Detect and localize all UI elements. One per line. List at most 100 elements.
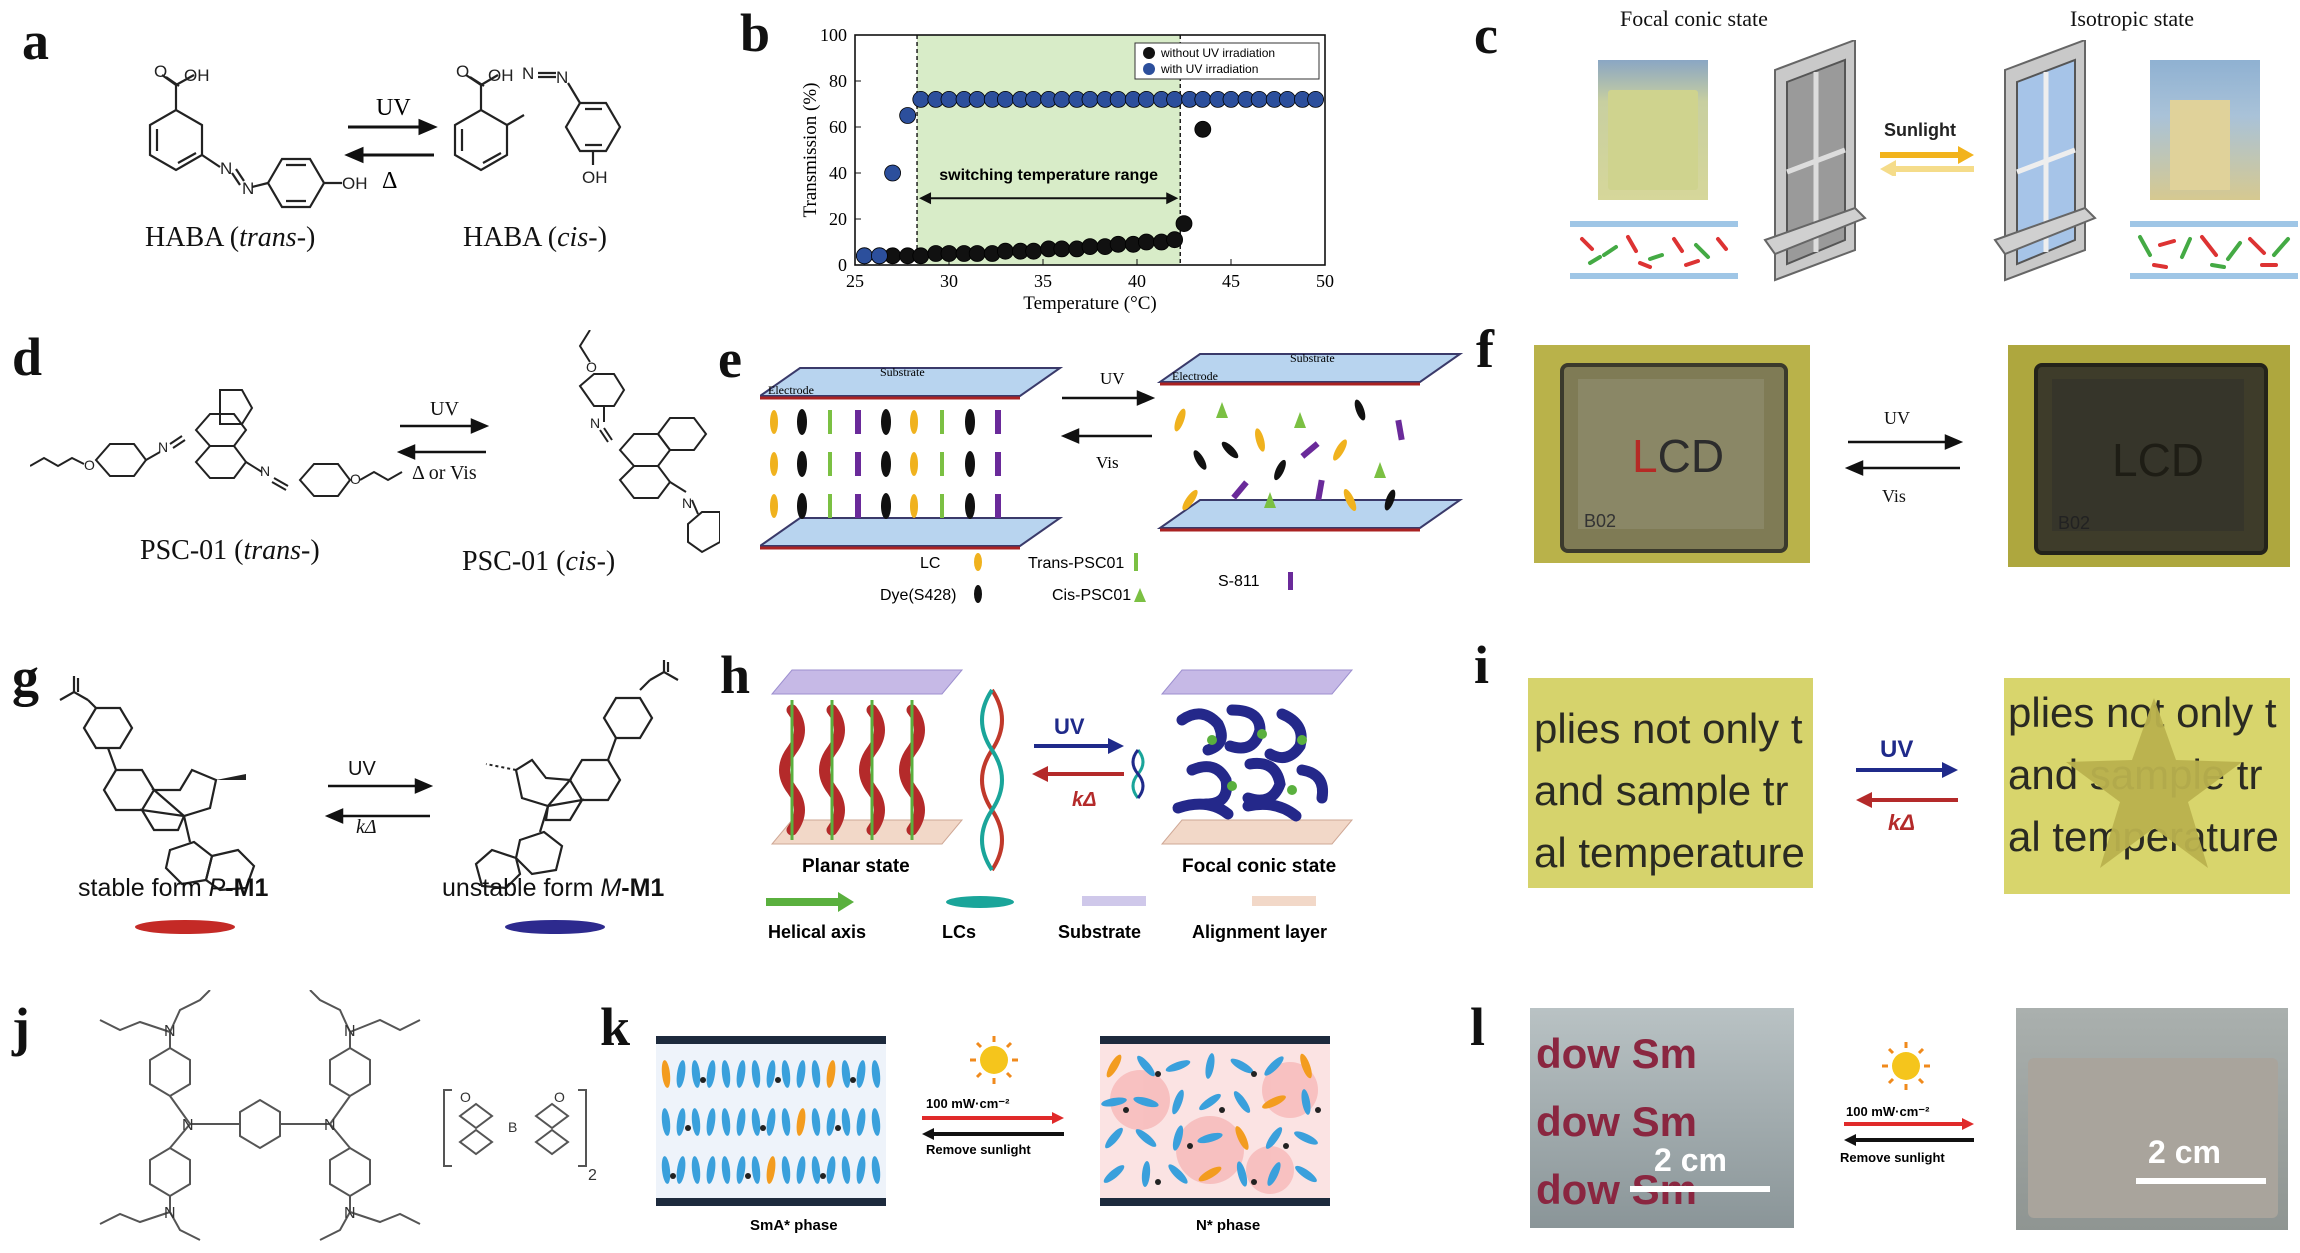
lc-molecule (706, 1060, 716, 1088)
lc-molecule (1295, 1165, 1317, 1183)
lc-molecule (706, 1156, 716, 1184)
lc-molecule (770, 410, 778, 434)
stable-form-label: stable form P-M1 (78, 874, 269, 902)
dye-molecule (965, 451, 975, 477)
panel-letter-d: d (12, 327, 43, 387)
lcd-text-dark: LCD (2112, 434, 2205, 486)
atom-o: O (84, 457, 95, 473)
lc-molecule (1101, 1097, 1127, 1107)
lc-molecule (796, 1060, 806, 1088)
dye-molecule (1384, 489, 1396, 511)
f-arrow-uv: UV (1884, 408, 1910, 428)
g-arrow-uv: UV (348, 758, 376, 780)
dye-dot (745, 1173, 751, 1179)
scale-bar (1630, 1186, 1770, 1192)
legend-label-with-uv: with UV irradiation (1160, 62, 1258, 76)
x-tick-label: 50 (1316, 271, 1334, 291)
point-with-uv (1222, 91, 1240, 108)
atom-oh: OH (342, 174, 368, 193)
point-without-uv (1137, 233, 1155, 251)
cell-code: B02 (1584, 511, 1617, 531)
lc-molecule (1333, 439, 1347, 461)
atom-n: N (164, 1205, 176, 1222)
atom-n: N (344, 1023, 356, 1040)
atom-o: O (460, 1089, 471, 1105)
atom-n: N (220, 159, 232, 178)
scale-label: 2 cm (2148, 1134, 2221, 1170)
legend-lcs: LCs (942, 922, 976, 942)
sun-icon (970, 1036, 1018, 1084)
trans-psc01-molecule (828, 452, 832, 476)
lc-molecule (691, 1108, 701, 1136)
dye-dot (850, 1077, 856, 1083)
lc-molecule (856, 1108, 866, 1136)
psc-arrow-delta-vis: Δ or Vis (412, 462, 477, 484)
atom-o: O (554, 1089, 565, 1105)
lc-molecule (1165, 1060, 1191, 1072)
lc-molecule (871, 1060, 881, 1088)
atom-n: N (158, 439, 168, 455)
panel-letter-g: g (12, 647, 39, 707)
lc-molecule (1106, 1054, 1122, 1078)
point-without-uv (1081, 238, 1099, 256)
legend-dye-marker (974, 585, 982, 603)
atom-oh: OH (582, 168, 608, 187)
dye-dot (1283, 1143, 1289, 1149)
lc-molecule (1300, 1053, 1312, 1079)
panel-letter-b: b (740, 3, 771, 63)
x-tick-label: 45 (1222, 271, 1240, 291)
dye-dot (1315, 1107, 1321, 1113)
y-tick-label: 80 (829, 71, 847, 91)
lc-molecule (856, 1060, 866, 1088)
lc-molecule (1236, 1161, 1248, 1187)
lc-molecule (1233, 1091, 1251, 1113)
s811-molecule (995, 494, 1001, 518)
dye-molecule (1354, 399, 1366, 421)
panel-letter-c: c (1474, 5, 1498, 65)
atom-n: N (242, 179, 254, 198)
s811-molecule (855, 410, 861, 434)
lc-molecule (811, 1156, 821, 1184)
lc-molecule (1168, 1164, 1188, 1184)
lc-molecule (1294, 1131, 1318, 1145)
s811-molecule (1315, 479, 1325, 501)
lc-molecule (781, 1156, 791, 1184)
dye-dot (1123, 1107, 1129, 1113)
photo-text-line: plies not only t (1534, 705, 1803, 752)
dye-dot (775, 1077, 781, 1083)
sunlight-label: Sunlight (1884, 120, 1956, 140)
point-with-uv (968, 91, 986, 108)
sun-icon (1882, 1042, 1930, 1090)
h-arrow-uv: UV (1054, 714, 1085, 739)
film-text-line: dow Sm (1536, 1030, 1698, 1077)
psc01-cis-label: PSC-01 (cis-) (462, 546, 616, 577)
lc-ellipse-icon (946, 896, 1014, 908)
lc-molecule (1230, 1058, 1254, 1074)
atom-o: O (154, 62, 167, 81)
lc-molecule (796, 1108, 806, 1136)
legend-s811-marker (1288, 572, 1293, 590)
window-transparent-icon (1993, 40, 2097, 282)
psc01-cis-structure: O N N (578, 330, 720, 554)
alignment-swatch (1252, 896, 1316, 906)
lc-molecule (1265, 1127, 1283, 1149)
lc-molecule (691, 1060, 701, 1088)
focal-conic-title: Focal conic state (1620, 6, 1768, 31)
dye-molecule (797, 409, 807, 435)
lc-random-diagram-left (1570, 221, 1738, 279)
lc-molecule (910, 494, 918, 518)
panel-letter-e: e (718, 329, 742, 389)
lc-molecule (1174, 408, 1186, 432)
helix-diagram: UV kΔ Planar state Focal conic state Hel… (766, 669, 1354, 942)
substrate-label: Substrate (1290, 351, 1335, 365)
lc-molecule (826, 1156, 836, 1184)
atom-n: N (324, 1117, 336, 1134)
l-intensity-label: 100 mW·cm⁻² (1846, 1104, 1930, 1119)
l-remove-label: Remove sunlight (1840, 1150, 1945, 1165)
isotropic-photo (2150, 60, 2260, 200)
s811-molecule (855, 494, 861, 518)
y-axis-label: Transmission (%) (800, 83, 821, 218)
photo-text-line: and sample tr (1534, 767, 1789, 814)
dye-dot (1251, 1179, 1257, 1185)
text-photo-before: plies not only t and sample tr al temper… (1528, 678, 1813, 888)
